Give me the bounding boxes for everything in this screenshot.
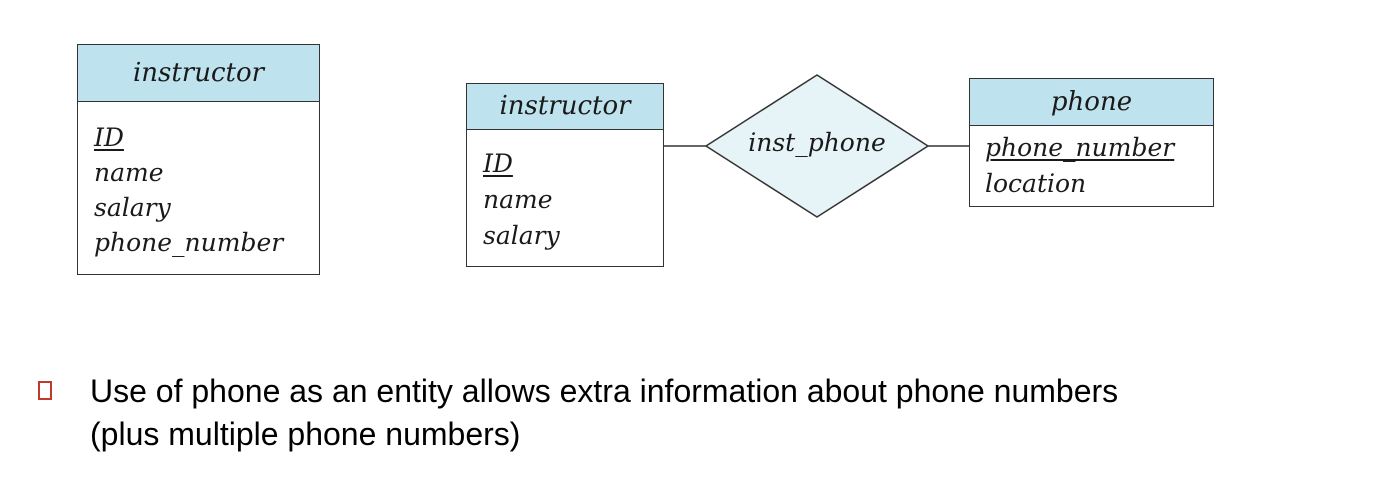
attribute: name (94, 158, 164, 187)
bullet-marker-icon (38, 381, 52, 400)
entity-name: instructor (467, 84, 663, 130)
attribute-primary-key: ID (483, 149, 513, 178)
relationship-diamond (704, 74, 930, 218)
attribute: salary (94, 193, 171, 222)
entity-name: instructor (78, 45, 319, 102)
entity-instructor: instructor ID name salary (466, 83, 664, 267)
bullet-text: Use of phone as an entity allows extra i… (90, 370, 1350, 456)
attribute-primary-key: ID (94, 123, 124, 152)
attribute: name (483, 185, 553, 214)
entity-phone: phone phone_number location (969, 78, 1214, 207)
entity-instructor-with-phone-attribute: instructor ID name salary phone_number (77, 44, 320, 275)
attribute: salary (483, 221, 560, 250)
attribute-primary-key: phone_number (985, 133, 1175, 162)
attribute-list: phone_number location (970, 126, 1213, 202)
relationship-name: inst_phone (748, 128, 886, 157)
bullet-text-line: (plus multiple phone numbers) (90, 416, 521, 452)
attribute: location (985, 169, 1087, 198)
bullet-text-line: Use of phone as an entity allows extra i… (90, 373, 1119, 409)
attribute-list: ID name salary (467, 130, 663, 254)
entity-name: phone (970, 79, 1213, 126)
attribute: phone_number (94, 228, 284, 257)
attribute-list: ID name salary phone_number (78, 102, 319, 260)
